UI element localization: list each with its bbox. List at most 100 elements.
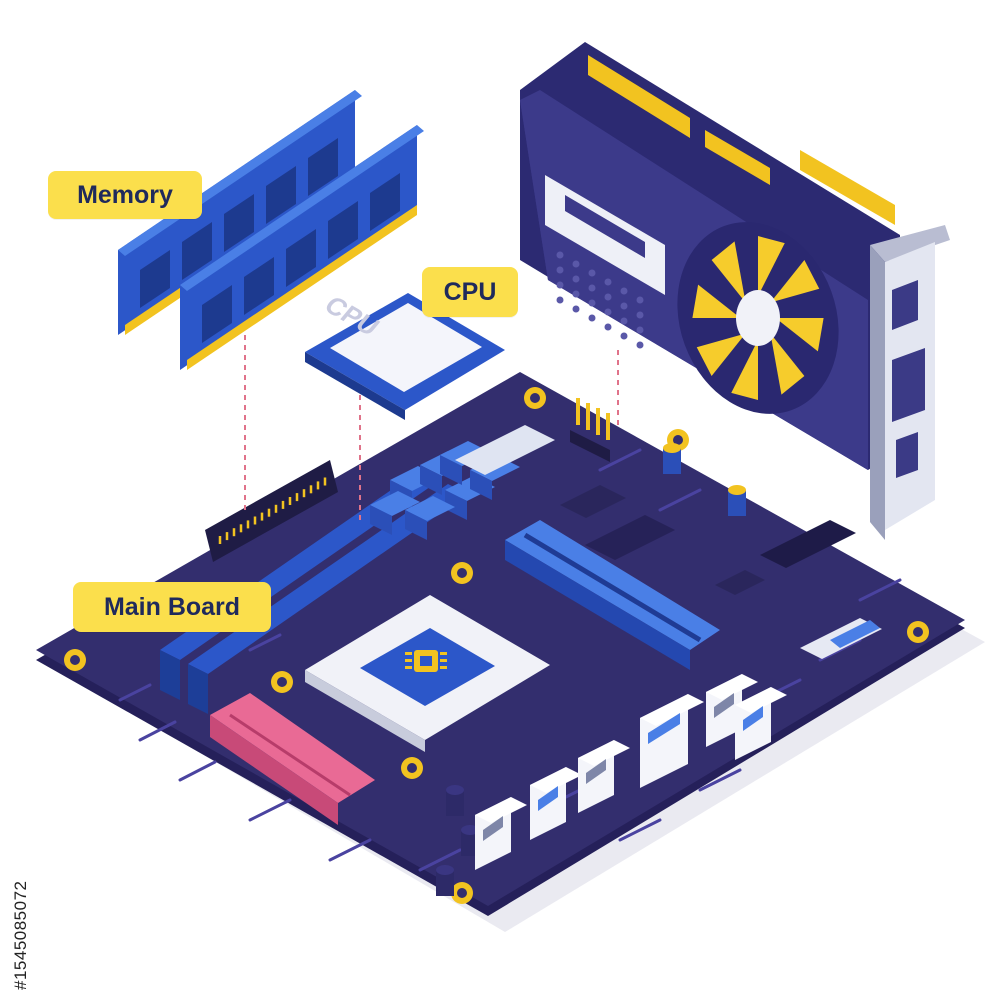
fan-header <box>576 398 610 440</box>
memory-chip <box>370 173 400 231</box>
capacitor-top <box>663 443 681 453</box>
fan-blade <box>775 318 824 352</box>
pink-slot <box>210 693 375 825</box>
ram-slot-side <box>188 664 208 714</box>
connector-pins <box>218 477 327 544</box>
mounting-hole-center <box>277 677 287 687</box>
trace <box>178 760 217 782</box>
connector-slot <box>205 460 338 562</box>
vrm-block-side <box>470 470 492 500</box>
vent-dot <box>620 317 628 325</box>
memory-chip <box>308 138 338 196</box>
ram-slot-side <box>160 650 180 700</box>
main-board-label: Main Board <box>103 592 241 621</box>
io-port-top <box>530 767 582 793</box>
chip-leg <box>440 666 447 669</box>
capacitor-body <box>728 490 746 516</box>
mounting-hole-center <box>457 568 467 578</box>
bracket-port <box>892 348 925 422</box>
vent-dot <box>636 326 644 334</box>
vent-dot <box>604 293 612 301</box>
trace <box>618 818 662 842</box>
heatsink <box>455 425 555 475</box>
io-port-top <box>640 694 704 726</box>
vent-dot <box>556 281 564 289</box>
vent-dot <box>572 260 580 268</box>
mounting-hole-center <box>407 763 417 773</box>
gpu-label-stripe <box>565 195 645 258</box>
memory-module <box>180 125 424 370</box>
fan-blade <box>692 284 741 318</box>
memory-chip <box>140 250 170 308</box>
vent-dot <box>556 266 564 274</box>
io-port <box>530 767 582 840</box>
trace <box>858 578 902 602</box>
memory-label: Memory <box>77 180 173 209</box>
memory-callout: Memory <box>48 171 202 219</box>
vent-dot <box>636 296 644 304</box>
io-port-socket <box>538 786 558 811</box>
chip-icon <box>405 650 447 672</box>
vent-dot <box>636 311 644 319</box>
chip-leg <box>440 652 447 655</box>
trace <box>658 488 702 512</box>
small-chip <box>715 570 765 595</box>
vent-dot <box>572 290 580 298</box>
vrm-block-side <box>405 510 427 540</box>
capacitor-body <box>461 830 479 856</box>
trace <box>598 448 642 472</box>
memory-pcb-top <box>180 125 424 291</box>
bracket-top <box>870 225 950 262</box>
bracket-side <box>870 245 885 540</box>
cpu-label: CPU <box>443 277 497 306</box>
vrm-block <box>370 491 420 516</box>
leader-lines <box>244 335 619 525</box>
io-port-top <box>735 687 787 713</box>
capacitor <box>663 443 681 474</box>
fan-blade <box>770 260 820 303</box>
gpu-connector <box>705 130 770 185</box>
io-port <box>706 674 758 747</box>
pcie-side <box>505 540 690 670</box>
memory-modules <box>118 90 424 370</box>
io-port <box>735 687 787 760</box>
mounting-hole-center <box>673 435 683 445</box>
vent-dot <box>620 287 628 295</box>
vrm-blocks <box>370 441 520 540</box>
pink-slot-side <box>210 715 338 825</box>
io-port-socket <box>483 816 503 841</box>
io-port-top <box>706 674 758 700</box>
memory-chip <box>328 201 358 259</box>
memory-contacts <box>187 205 417 370</box>
vent-dot <box>556 296 564 304</box>
trace <box>698 768 742 792</box>
pcie-groove <box>523 532 702 643</box>
io-port-socket <box>648 713 680 744</box>
vrm-block-side <box>445 490 467 520</box>
capacitor-top <box>728 485 746 495</box>
cpu-callout: CPU <box>422 267 518 317</box>
vrm-block-side <box>420 465 442 495</box>
vent-dot <box>588 314 596 322</box>
graphics-card <box>520 42 950 540</box>
chipset <box>560 485 626 518</box>
capacitor-top <box>446 785 464 795</box>
capacitor-body <box>663 448 681 474</box>
stock-image-id: #1545085072 <box>11 880 30 990</box>
fan-blade <box>711 241 746 303</box>
io-port-socket <box>714 693 734 718</box>
main-board-callout: Main Board <box>73 582 271 632</box>
socket-frame-side <box>305 670 425 752</box>
vent-dot <box>572 305 580 313</box>
bracket-port <box>896 432 918 478</box>
chip-leg <box>440 659 447 662</box>
vent-dot <box>588 269 596 277</box>
header-slot <box>760 520 856 568</box>
fan-blade <box>770 333 805 395</box>
fan-hub <box>736 290 780 346</box>
vent-dot <box>604 308 612 316</box>
memory-chip <box>182 222 212 280</box>
io-port-socket <box>586 759 606 784</box>
trace <box>328 838 372 862</box>
vent-dot <box>620 332 628 340</box>
